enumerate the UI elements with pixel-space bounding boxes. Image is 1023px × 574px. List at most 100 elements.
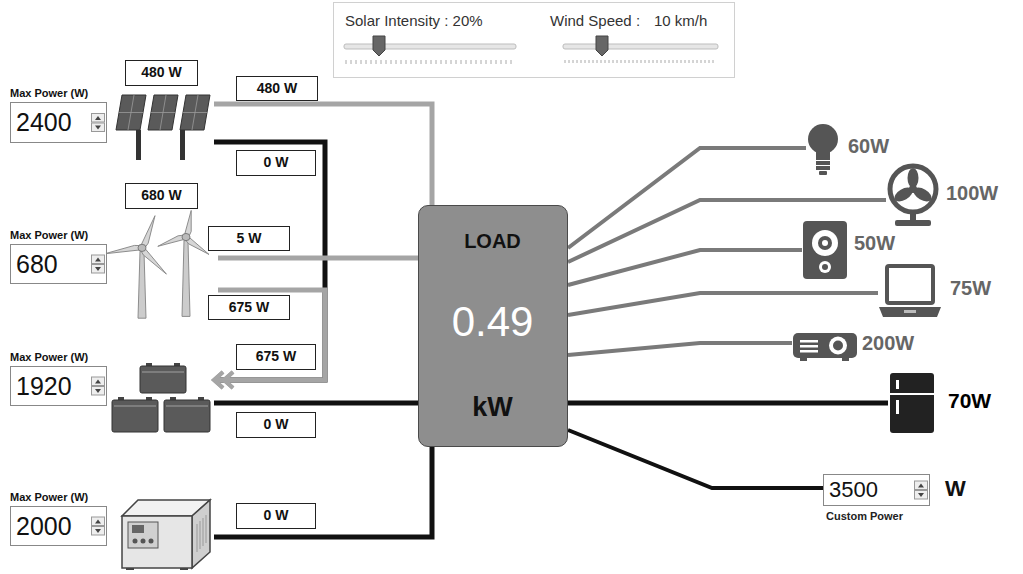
slider-tick	[416, 60, 417, 64]
slider-tick	[481, 60, 482, 64]
power-label: 50W	[854, 232, 895, 255]
slider-tick	[685, 60, 686, 63]
slider-tick	[431, 60, 432, 64]
slider-tick	[681, 60, 682, 63]
laptop-load-icon	[878, 263, 942, 321]
slider-tick	[701, 60, 702, 63]
bulb-base	[816, 166, 830, 170]
slider-tick	[381, 60, 382, 64]
generator-foot	[180, 568, 188, 570]
slider-tick	[617, 60, 618, 63]
fan-load: 100W	[886, 162, 1002, 228]
output-readout: 480 W	[125, 60, 198, 86]
output-readout: 680 W	[125, 183, 198, 209]
slider-label: Solar Intensity : 20%	[345, 12, 483, 29]
spinner-box: 680	[10, 244, 107, 284]
turbine-hub	[182, 233, 190, 240]
spinner-value: 1920	[11, 367, 72, 405]
generator-vent	[203, 518, 204, 546]
spinner-arrows	[91, 507, 105, 545]
slider-tick	[613, 60, 614, 63]
slider-tick	[371, 60, 372, 64]
slider-tick	[406, 60, 407, 64]
wind-source: 680 WMax Power (W)680	[8, 180, 218, 320]
slider-tick	[601, 60, 602, 63]
slider-tick	[346, 60, 347, 64]
slider-tick	[421, 60, 422, 64]
solar-source: 480 WMax Power (W)2400	[8, 58, 214, 166]
slider-tick	[426, 60, 427, 64]
load-unit: kW	[419, 392, 566, 423]
slider-tick	[565, 60, 566, 63]
spinner-value: 680	[11, 245, 58, 283]
load-title: LOAD	[419, 230, 566, 253]
slider-tick	[629, 60, 630, 63]
battery-stripe	[166, 405, 208, 407]
wire-readout: 0 W	[236, 503, 316, 529]
slider-tick	[376, 60, 377, 64]
slider-tick	[496, 60, 497, 64]
slider-tick	[625, 60, 626, 63]
custom-load: 3500WCustom Power	[823, 474, 973, 526]
laptop-load: 75W	[878, 263, 995, 321]
power-label: 70W	[948, 389, 991, 413]
generator-knob	[149, 539, 154, 544]
slider-tick	[351, 60, 352, 64]
fan-load-icon	[886, 162, 940, 228]
fridge-load: 70W	[888, 372, 995, 434]
slider-tick	[661, 60, 662, 63]
speaker-cone	[818, 236, 832, 250]
spinner-box: 1920	[10, 366, 107, 406]
slider-tick	[689, 60, 690, 63]
slider-tick	[501, 60, 502, 64]
projector-foot	[800, 358, 807, 361]
spinner-arrows	[91, 245, 105, 283]
speaker-cone	[812, 230, 838, 256]
generator-vent	[197, 524, 198, 552]
laptop-pad	[904, 310, 916, 313]
turbine-blade	[105, 245, 143, 253]
slider-tick	[411, 60, 412, 64]
slider-tick	[609, 60, 610, 63]
slider-tick	[577, 60, 578, 63]
arrow-head	[224, 372, 233, 388]
power-wire	[568, 293, 878, 315]
slider-tick	[705, 60, 706, 63]
power-wire	[568, 250, 802, 285]
slider-thumb	[373, 36, 385, 56]
projector-load-icon	[792, 328, 858, 362]
wire-readout: 675 W	[208, 295, 290, 320]
panel-grid	[160, 95, 166, 130]
field-label: Max Power (W)	[10, 351, 88, 363]
wire-readout: 0 W	[236, 412, 316, 438]
slider-tick	[641, 60, 642, 63]
slider-tick	[491, 60, 492, 64]
slider-tick	[401, 60, 402, 64]
slider-tick	[677, 60, 678, 63]
slider-tick	[697, 60, 698, 63]
fridge-divider	[890, 393, 934, 395]
battery-source-icon	[112, 362, 212, 434]
slider-tick	[396, 60, 397, 64]
projector-foot	[842, 358, 849, 361]
generator-knob	[141, 539, 146, 544]
power-wire	[214, 401, 418, 406]
generator-screen	[132, 525, 144, 533]
spinner-box: 2400	[10, 102, 107, 143]
wire-readout: 0 W	[236, 150, 316, 176]
slider-tick	[637, 60, 638, 63]
speaker-tweeter	[822, 264, 828, 270]
fridge-load-icon	[888, 372, 936, 434]
generator-panel	[128, 522, 158, 548]
power-wire	[218, 256, 418, 261]
slider-track	[563, 44, 718, 49]
spinner-box: 3500	[823, 474, 930, 506]
slider-tick	[589, 60, 590, 63]
wire-readout: 675 W	[236, 344, 316, 370]
power-label: 200W	[862, 332, 914, 355]
generator-source: Max Power (W)2000	[8, 490, 214, 570]
turbine-tower	[138, 251, 146, 318]
slider-tick	[709, 60, 710, 63]
projector-load: 200W	[792, 328, 918, 362]
battery-stripe	[142, 371, 184, 373]
